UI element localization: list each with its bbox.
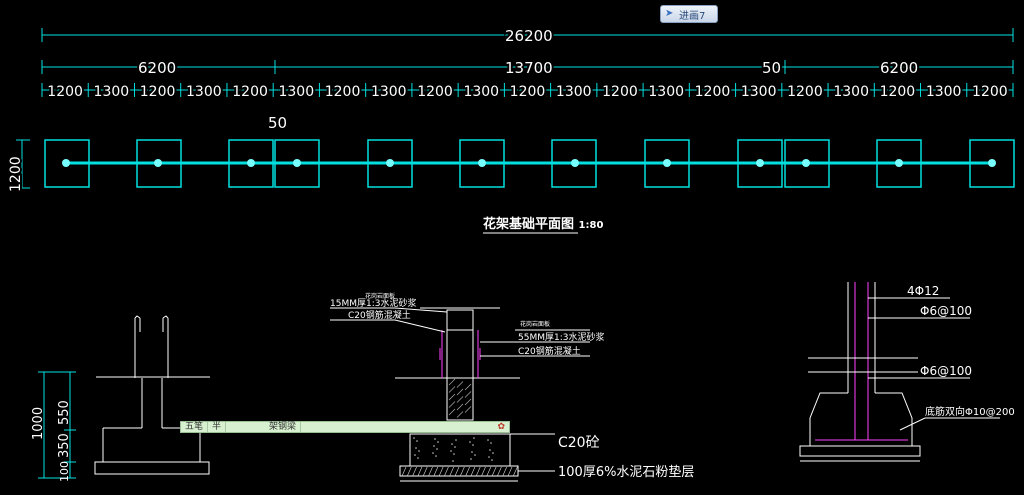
toolbar-button-label: 进画7 — [679, 10, 706, 22]
segment-dimension — [41, 60, 1014, 74]
mid-note-top: 花岗岩面板 — [365, 292, 395, 300]
post-dot — [293, 159, 301, 167]
sub-dim-label: 1200 — [232, 84, 268, 100]
mid-label-4: C20钢筋混凝土 — [518, 345, 581, 357]
right-label-4: 底筋双向Φ10@200 — [925, 405, 1015, 418]
sub-dim-label: 1300 — [926, 84, 962, 100]
post-dot — [62, 159, 70, 167]
post-dot — [988, 159, 996, 167]
sub-dimension-chain: 1200 1300 1200 1300 1200 1300 1200 1300 1200 1300… — [41, 82, 1014, 102]
left-dim-100: 100 — [58, 461, 71, 482]
ime-item-2[interactable]: 半 — [208, 422, 227, 432]
total-dimension — [41, 28, 1014, 42]
mid-label-c20: C20砼 — [558, 435, 600, 451]
post-dot — [571, 159, 579, 167]
post-dot — [478, 159, 486, 167]
plan-title: 花架基础平面图 1:80 — [483, 216, 603, 232]
segment-label-2: 13700 — [505, 59, 553, 77]
sub-dim-label: 1300 — [463, 84, 499, 100]
left-dim-350: 350 — [57, 433, 72, 458]
segment-label-1: 6200 — [138, 59, 176, 77]
ime-status-bar[interactable]: 五笔 半 架钢梁 ✿ — [180, 421, 510, 433]
sub-dim-label: 1300 — [648, 84, 684, 100]
post-dot — [386, 159, 394, 167]
sub-dim-label: 1200 — [787, 84, 823, 100]
sub-dim-label: 1200 — [602, 84, 638, 100]
mid-label-1: 15MM厚1:3水泥砂浆 — [330, 297, 416, 309]
right-label-1: 4Φ12 — [907, 284, 939, 298]
section-mid-leaders — [330, 307, 590, 472]
sub-dim-label: 1300 — [556, 84, 592, 100]
right-label-3: Φ6@100 — [920, 364, 972, 378]
post-dots — [62, 159, 996, 167]
ime-item-1[interactable]: 五笔 — [181, 422, 209, 432]
sub-dim-label: 1200 — [695, 84, 731, 100]
arrow-icon: ➤ — [665, 8, 674, 19]
sub-dim-label: 1300 — [186, 84, 222, 100]
section-right — [799, 282, 921, 462]
section-mid — [395, 307, 520, 482]
section-left-dims — [38, 371, 76, 479]
total-dim-label: 26200 — [505, 27, 553, 45]
section-left — [94, 315, 210, 475]
left-dim-1000: 1000 — [31, 407, 46, 440]
mid-label-3: 55MM厚1:3水泥砂浆 — [518, 331, 604, 343]
sub-dim-label: 1300 — [741, 84, 777, 100]
side-dimension — [16, 139, 30, 189]
post-dot — [154, 159, 162, 167]
offset-label: 50 — [268, 114, 287, 132]
toolbar-button[interactable]: ➤ 进画7 — [660, 5, 718, 23]
concrete-hatch — [401, 378, 518, 477]
post-dot — [663, 159, 671, 167]
segment-label-3: 50 — [762, 59, 781, 77]
sub-dim-label: 1300 — [833, 84, 869, 100]
mid-label-base: 100厚6%水泥石粉垫层 — [558, 464, 694, 480]
left-dim-550: 550 — [57, 400, 72, 425]
sub-dim-label: 1200 — [140, 84, 176, 100]
right-label-2: Φ6@100 — [920, 304, 972, 318]
sub-dim-label: 1200 — [47, 84, 83, 100]
post-dot — [756, 159, 764, 167]
sub-dim-label: 1200 — [417, 84, 453, 100]
segment-label-4: 6200 — [880, 59, 918, 77]
sub-dim-label: 1200 — [972, 84, 1008, 100]
sub-dim-label: 1200 — [880, 84, 916, 100]
sub-dim-label: 1200 — [325, 84, 361, 100]
side-dim-label: 1200 — [8, 156, 24, 192]
post-dot — [895, 159, 903, 167]
sub-dim-label: 1300 — [94, 84, 130, 100]
mid-note-mid: 花岗岩面板 — [520, 320, 550, 328]
sub-dim-label: 1200 — [510, 84, 546, 100]
sub-dim-label: 1300 — [278, 84, 314, 100]
post-dot — [802, 159, 810, 167]
ime-item-4[interactable]: 架钢梁 — [265, 422, 302, 432]
post-dot — [247, 159, 255, 167]
sub-dim-label: 1300 — [371, 84, 407, 100]
ime-icon[interactable]: ✿ — [497, 422, 505, 432]
mid-label-2: C20钢筋混凝土 — [348, 309, 411, 321]
section-right-leaders — [868, 297, 1000, 431]
